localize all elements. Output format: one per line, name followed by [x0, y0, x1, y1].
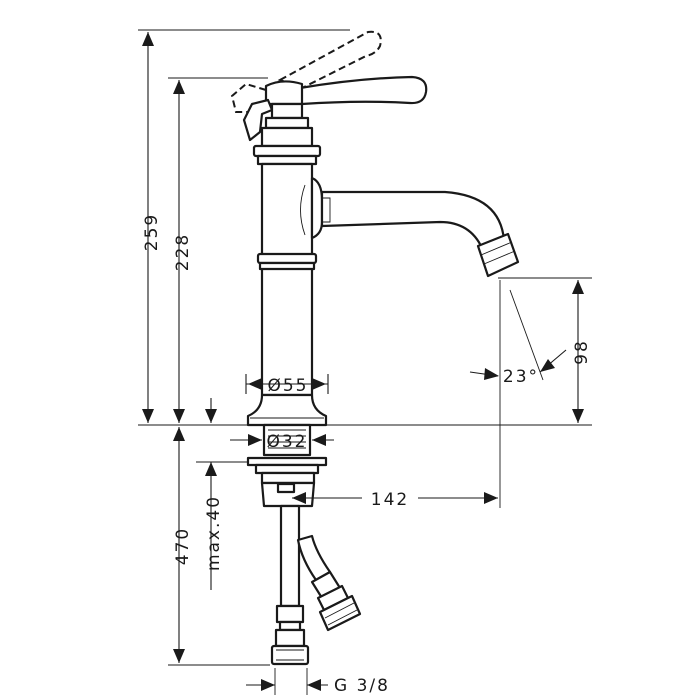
dim-base-diameter — [245, 374, 329, 394]
supply-hoses — [270, 504, 362, 666]
spout — [320, 190, 506, 250]
lever-open-position — [277, 30, 382, 90]
label-hose-length: 470 — [173, 527, 193, 565]
dim-overall-height — [142, 32, 154, 423]
dim-spout-height — [572, 280, 584, 423]
dim-deck-thickness — [205, 462, 217, 590]
label-base-diameter: Ø55 — [267, 376, 308, 396]
lever-rear-open — [230, 82, 267, 113]
dim-handle-height — [173, 80, 185, 423]
label-shank-diameter: Ø32 — [266, 432, 307, 452]
label-thread: G 3/8 — [334, 676, 390, 696]
dim-deck-arrow — [205, 398, 217, 423]
label-spout-reach: 142 — [371, 490, 409, 510]
label-deck-thickness: max.40 — [204, 495, 224, 571]
lever-handle — [298, 75, 428, 106]
lever-hub — [264, 80, 304, 106]
label-spout-angle: 23° — [503, 367, 539, 387]
extension-lines — [138, 29, 592, 695]
body-column — [260, 162, 314, 397]
label-overall-height: 259 — [142, 213, 162, 251]
aerator — [476, 232, 520, 278]
label-handle-height: 228 — [173, 233, 193, 271]
body-base — [246, 393, 328, 427]
dim-spout-angle — [469, 349, 567, 380]
dim-thread — [246, 679, 328, 691]
dim-hose-length — [173, 427, 185, 663]
faucet-body — [230, 30, 520, 427]
label-spout-height: 98 — [572, 339, 592, 365]
dim-spout-reach — [292, 492, 498, 504]
dim-shank-diameter — [230, 434, 334, 446]
lever-rear-tab — [242, 98, 274, 142]
